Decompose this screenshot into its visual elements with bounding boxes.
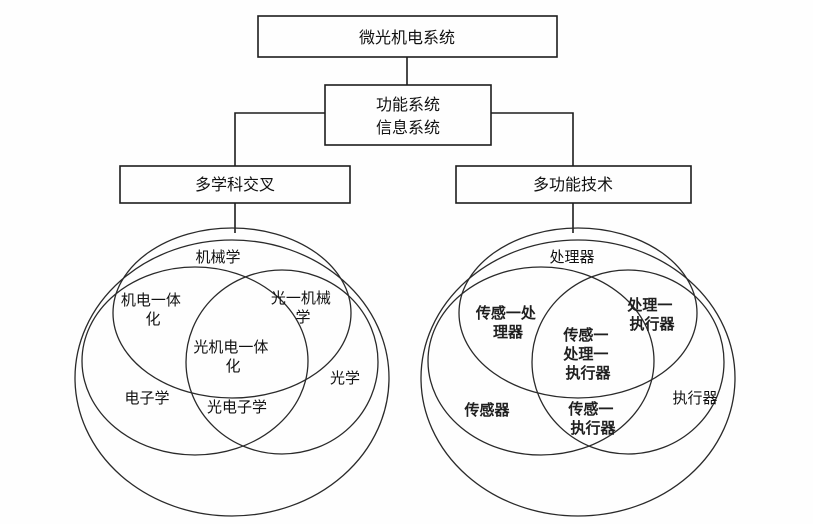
- label-line: 化: [145, 311, 160, 328]
- left-venn-top-right-overlap-label: 光一机械 学: [271, 290, 335, 326]
- left-venn-diagram: 机械学 机电一体 化 光一机械 学 光机电一体 化 电子学 光学 光电子学: [74, 227, 390, 517]
- label-line: 处理一: [626, 296, 672, 314]
- left-venn-left-label: 电子学: [124, 390, 169, 407]
- label-line: 执行器: [570, 419, 616, 437]
- right-venn-right-label: 执行器: [672, 390, 717, 407]
- label-line: 化: [225, 358, 240, 375]
- right-venn-top-left-overlap-label: 传感一处 理器: [475, 304, 540, 341]
- left-venn-right-label: 光学: [330, 370, 360, 387]
- connector-lines: [234, 57, 574, 233]
- root-box: [257, 15, 558, 58]
- left-branch-box-label: 多学科交叉: [195, 176, 275, 194]
- right-venn-top-label: 处理器: [549, 249, 594, 266]
- right-venn-bottom-overlap-label: 传感一 执行器: [567, 400, 617, 437]
- label-line: 处理一: [562, 345, 608, 363]
- label-line: 传感一: [567, 400, 613, 418]
- label-line: 执行器: [629, 315, 675, 333]
- right-branch-box-label: 多功能技术: [533, 176, 613, 194]
- right-venn-center-label: 传感一 处理一 执行器: [562, 326, 612, 382]
- connector-middle-to-left: [234, 112, 325, 166]
- left-branch-box: [119, 165, 351, 204]
- left-venn-center-label: 光机电一体 化: [193, 339, 272, 375]
- root-box-label: 微光机电系统: [359, 29, 455, 47]
- label-line: 光一机械: [271, 290, 331, 307]
- middle-box-label-line2: 信息系统: [376, 119, 440, 137]
- hierarchy-boxes: 微光机电系统 功能系统 信息系统 多学科交叉 多功能技术: [119, 15, 692, 204]
- left-venn-bottom-overlap-label: 光电子学: [207, 399, 267, 416]
- left-venn-top-left-overlap-label: 机电一体 化: [121, 292, 185, 328]
- left-venn-top-circle: [112, 227, 352, 399]
- right-venn-top-right-overlap-label: 处理一 执行器: [626, 296, 676, 333]
- right-venn-left-circle: [427, 266, 655, 456]
- left-venn-right-circle: [185, 269, 379, 455]
- right-branch-box: [455, 165, 692, 204]
- right-venn-right-circle: [531, 269, 725, 455]
- label-line: 光机电一体: [193, 339, 268, 356]
- right-venn-left-label: 传感器: [463, 401, 510, 419]
- middle-box-label-line1: 功能系统: [376, 96, 440, 114]
- label-line: 传感一处: [475, 304, 537, 322]
- label-line: 执行器: [565, 364, 611, 382]
- label-line: 机电一体: [121, 292, 181, 309]
- left-venn-left-circle: [81, 266, 309, 456]
- left-venn-top-label: 机械学: [195, 249, 240, 266]
- label-line: 学: [295, 309, 310, 326]
- right-venn-top-circle: [458, 227, 698, 399]
- label-line: 传感一: [562, 326, 608, 344]
- connector-middle-to-right: [491, 112, 574, 166]
- right-venn-diagram: 处理器 传感一处 理器 处理一 执行器 传感一 处理一 执行器 传感器 执行器 …: [420, 227, 736, 517]
- right-venn-outer-ellipse: [420, 239, 736, 517]
- middle-box: [324, 84, 492, 146]
- label-line: 理器: [493, 324, 524, 341]
- left-venn-outer-ellipse: [74, 239, 390, 517]
